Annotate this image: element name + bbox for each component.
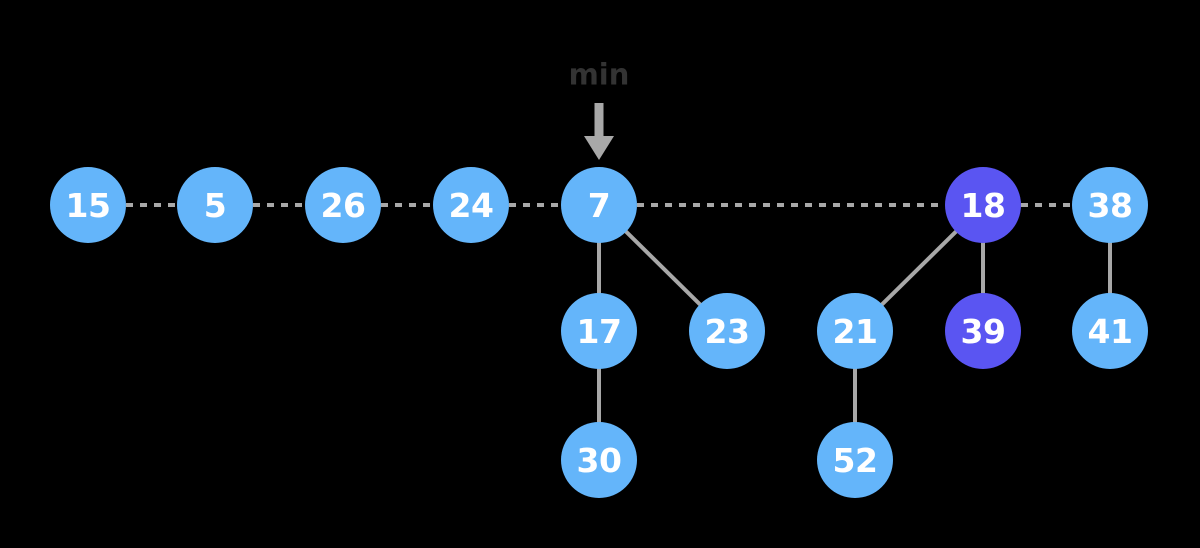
- heap-node-23[interactable]: 23: [689, 293, 765, 369]
- heap-node-label: 7: [587, 185, 611, 225]
- heap-node-52[interactable]: 52: [817, 422, 893, 498]
- heap-node-label: 23: [704, 311, 750, 351]
- heap-node-30[interactable]: 30: [561, 422, 637, 498]
- heap-node-label: 21: [832, 311, 878, 351]
- heap-node-5[interactable]: 5: [177, 167, 253, 243]
- heap-node-label: 18: [960, 185, 1006, 225]
- heap-node-label: 38: [1087, 185, 1133, 225]
- heap-node-39[interactable]: 39: [945, 293, 1021, 369]
- heap-node-label: 39: [960, 311, 1006, 351]
- heap-node-label: 26: [320, 185, 366, 225]
- heap-node-38[interactable]: 38: [1072, 167, 1148, 243]
- heap-node-label: 5: [203, 185, 227, 225]
- heap-node-24[interactable]: 24: [433, 167, 509, 243]
- heap-node-label: 30: [576, 440, 622, 480]
- heap-node-label: 52: [832, 440, 878, 480]
- heap-node-17[interactable]: 17: [561, 293, 637, 369]
- heap-node-41[interactable]: 41: [1072, 293, 1148, 369]
- min-pointer-label: min: [568, 57, 630, 92]
- heap-node-label: 41: [1087, 311, 1133, 351]
- heap-node-26[interactable]: 26: [305, 167, 381, 243]
- heap-node-15[interactable]: 15: [50, 167, 126, 243]
- heap-node-label: 15: [65, 185, 111, 225]
- heap-node-21[interactable]: 21: [817, 293, 893, 369]
- heap-node-label: 17: [576, 311, 622, 351]
- heap-node-18[interactable]: 18: [945, 167, 1021, 243]
- heap-node-7[interactable]: 7: [561, 167, 637, 243]
- heap-node-label: 24: [448, 185, 494, 225]
